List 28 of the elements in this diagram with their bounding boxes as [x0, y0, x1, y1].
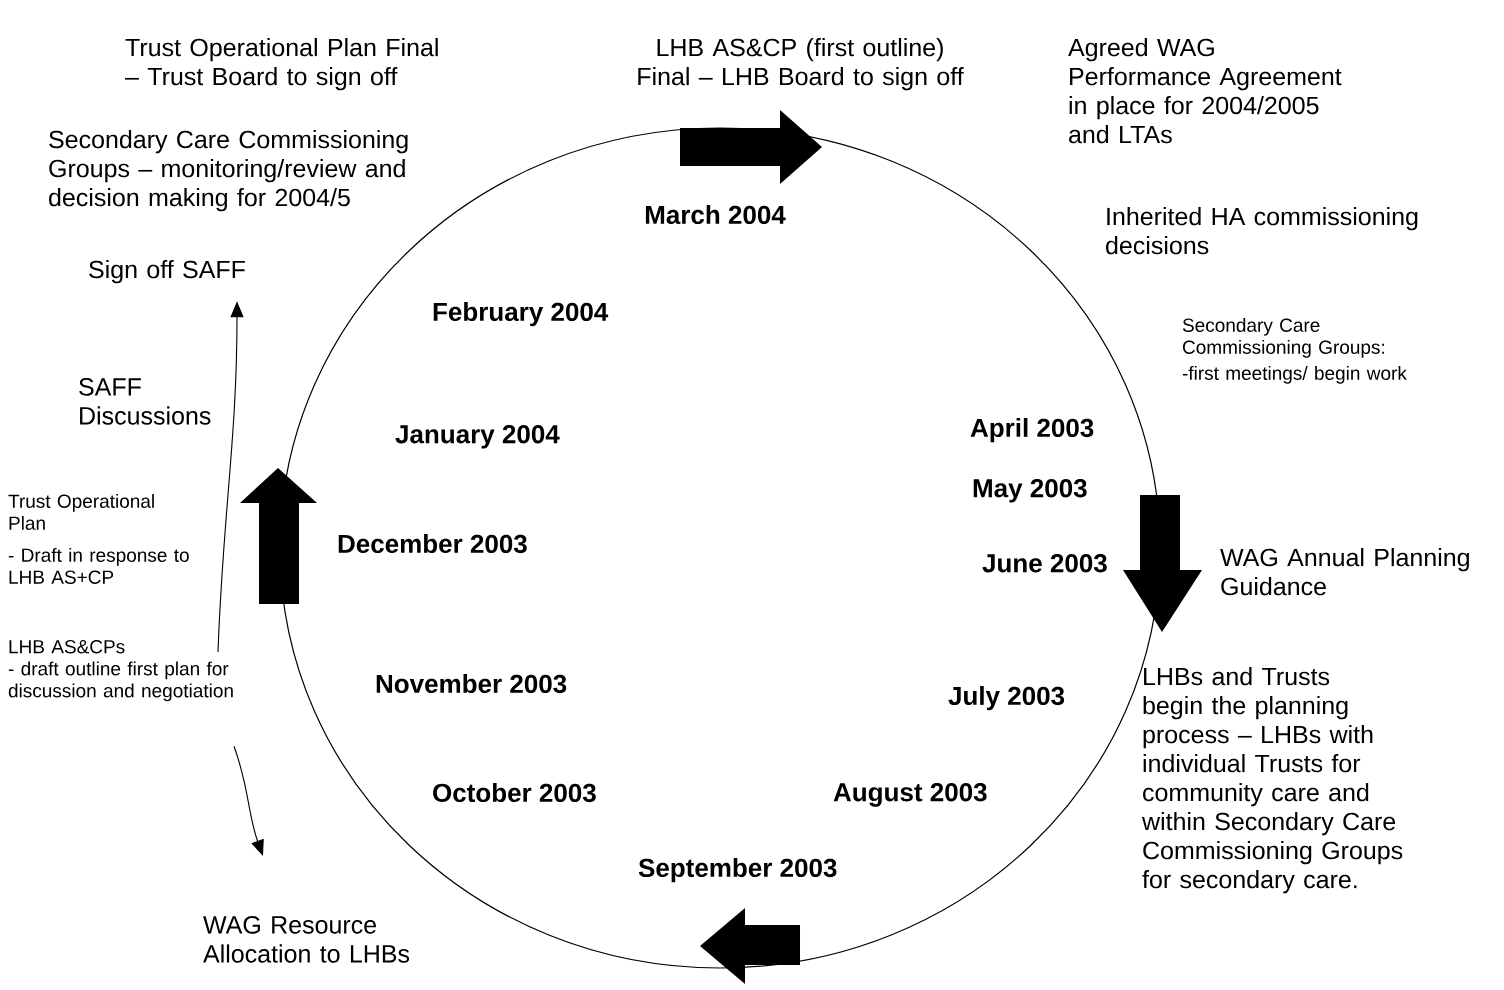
- note-text: Inherited HA commissioning decisions: [1106, 207, 1418, 255]
- note-text: - Draft in response to LHB AS+CP: [8, 548, 189, 584]
- note-text: Trust Operational Plan Final – Trust Board to sign off: [125, 38, 438, 91]
- month-label: June 2003: [982, 554, 1107, 573]
- endpoint-text: Sign off SAFF: [89, 260, 245, 284]
- month-label: April 2003: [970, 418, 1094, 443]
- month-label: March 2004: [645, 205, 786, 225]
- endpoint-text: WAG Resource Allocation to LHBs: [203, 916, 410, 963]
- month-label: December 2003: [338, 534, 527, 554]
- note-text: LHB AS&CP (first outline) Final – LHB Board to sign off: [638, 38, 964, 91]
- note-text: -first meetings/ begin work: [1182, 366, 1407, 384]
- month-label: November 2003: [376, 674, 567, 694]
- note-text: Secondary Care Commissioning Groups:: [1182, 318, 1384, 358]
- note-text: WAG Annual Planning Guidance: [1220, 548, 1469, 596]
- note-text: Trust Operational Plan: [8, 494, 154, 530]
- month-label: September 2003: [638, 858, 837, 883]
- month-label: August 2003: [833, 783, 987, 807]
- arrow: [233, 745, 264, 856]
- month-label: February 2004: [433, 302, 609, 327]
- note-text: Agreed WAG Performance Agreement in place for 2004/2005 and LTAs: [1068, 38, 1342, 144]
- month-label: January 2004: [395, 425, 560, 449]
- note-text: Secondary Care Commissioning Groups – monitoring/review and decision making for 2004/5: [49, 130, 408, 212]
- month-label: May 2003: [973, 479, 1087, 503]
- note-text: LHBs and Trusts begin the planning process – LHBs with individual Trusts for community care and within Secondary Care Commissioning Groups for secondary care.: [1142, 667, 1403, 894]
- month-label: October 2003: [433, 783, 596, 803]
- endpoint-text: LHB AS&CPs - draft outline first plan for discussion and negotiation: [8, 640, 233, 702]
- month-label: July 2003: [948, 686, 1065, 711]
- note-text: SAFF Discussions: [79, 378, 211, 425]
